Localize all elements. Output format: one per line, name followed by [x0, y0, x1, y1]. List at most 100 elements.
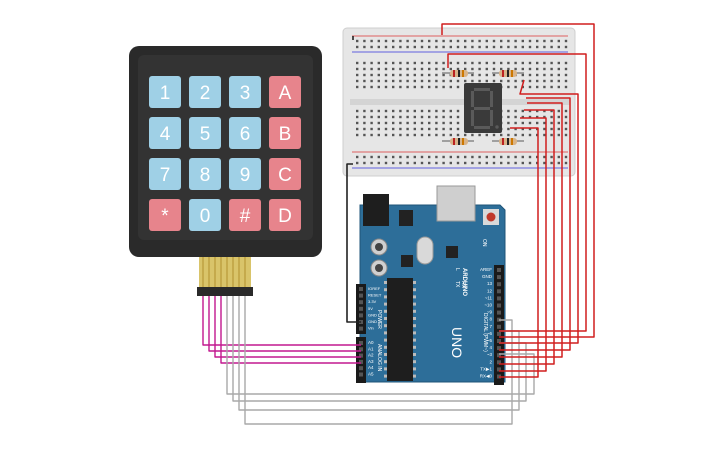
keypad-key-label: 0: [200, 206, 211, 227]
digital-pin-label: ~5: [487, 338, 493, 343]
power-header-label: POWER: [376, 310, 382, 329]
digital-pin-label: ~11: [485, 295, 493, 300]
seven-segment-display: [464, 83, 502, 133]
keypad-key-6[interactable]: 6: [229, 117, 261, 149]
wire-red-4: [499, 97, 571, 351]
keypad-key-label: 4: [160, 124, 171, 145]
keypad-key-label: *: [161, 206, 169, 227]
resistor-bottom-right: [492, 138, 524, 145]
digital-pin-label: ~3: [487, 352, 493, 357]
wire-gray-1: [226, 296, 535, 395]
keypad-key-C[interactable]: C: [269, 158, 301, 190]
wires: [202, 23, 595, 425]
arduino-model: UNO: [449, 327, 465, 358]
keypad-key-label: B: [279, 124, 292, 145]
keypad-key-label: A: [279, 83, 292, 104]
power-pin-label: GND: [368, 312, 377, 317]
digital-pin-label: TX▶1: [480, 366, 492, 371]
analog-pin-label: A3: [368, 359, 374, 364]
wire-black-gnd: [346, 163, 361, 323]
power-pin-label: GND: [368, 319, 377, 324]
keypad-key-#[interactable]: #: [229, 199, 261, 231]
keypad-key-8[interactable]: 8: [189, 158, 221, 190]
digital-pin-labels: AREF GND 13 12 ~11 ~10 ~9 8 7 ~6 ~5 4 ~3 2TX▶1RX◀0: [480, 267, 493, 379]
digital-pin-label: 12: [487, 288, 493, 293]
arduino-board: L TX RX ON ARDUINO UNO DIGITAL (PWM~) PO…: [356, 185, 506, 385]
keypad-keys: 1 2 3 A 4 5 6 B 7 8 9 C * 0 # D: [149, 76, 301, 231]
keypad-ribbon: [197, 257, 253, 296]
wire-red-5: [499, 102, 563, 358]
digital-pin-label: 4: [489, 345, 492, 350]
keypad-key-*[interactable]: *: [149, 199, 181, 231]
digital-pin-label: RX◀0: [480, 374, 493, 379]
analog-pin-label: A1: [368, 346, 374, 351]
wire-magenta-1: [202, 296, 361, 346]
keypad-key-label: 5: [200, 124, 211, 145]
keypad-key-label: 9: [240, 165, 251, 186]
wire-magenta-4: [220, 296, 361, 364]
wire-red-8: [499, 127, 539, 378]
wire-red-6: [499, 109, 555, 365]
analog-pin-label: A0: [368, 340, 374, 345]
keypad-key-label: 8: [200, 165, 211, 186]
keypad-key-4[interactable]: 4: [149, 117, 181, 149]
led-label-rx: RX: [460, 281, 466, 289]
wire-red-7: [499, 117, 547, 372]
breadboard: [342, 27, 576, 177]
digital-header-label: DIGITAL (PWM~): [482, 313, 488, 352]
keypad-key-label: 6: [240, 124, 251, 145]
keypad-key-label: D: [278, 206, 292, 227]
power-pin-label: RESET: [368, 293, 382, 298]
power-pin-label: IOREF: [368, 286, 381, 291]
power-pin-label: 5V: [368, 306, 373, 311]
digital-pin-label: 8: [489, 317, 492, 322]
digital-pin-label: ~10: [484, 303, 492, 308]
analog-pin-label: A2: [368, 353, 374, 358]
digital-pin-label: 7: [489, 324, 492, 329]
keypad-key-7[interactable]: 7: [149, 158, 181, 190]
keypad-key-label: 1: [160, 83, 171, 104]
keypad-key-3[interactable]: 3: [229, 76, 261, 108]
digital-pin-label: ~6: [487, 331, 493, 336]
wire-red-2: [447, 53, 587, 332]
digital-pin-label: 13: [487, 281, 493, 286]
keypad-key-A[interactable]: A: [269, 76, 301, 108]
keypad-key-1[interactable]: 1: [149, 76, 181, 108]
power-pin-label: Vin: [368, 326, 374, 331]
keypad-key-9[interactable]: 9: [229, 158, 261, 190]
digital-pin-label: GND: [482, 274, 493, 279]
keypad-key-label: 2: [200, 83, 211, 104]
keypad-key-2[interactable]: 2: [189, 76, 221, 108]
resistor-top-left: [442, 70, 474, 77]
keypad-key-label: #: [240, 206, 251, 227]
keypad-key-0[interactable]: 0: [189, 199, 221, 231]
keypad: 1 2 3 A 4 5 6 B 7 8 9 C * 0 # D: [129, 46, 322, 296]
wire-magenta-2: [208, 296, 361, 352]
led-label-l: L: [454, 268, 460, 271]
resistor-top-right: [492, 70, 524, 77]
breadboard-holes: [356, 39, 568, 165]
keypad-key-B[interactable]: B: [269, 117, 301, 149]
on-label: ON: [481, 239, 487, 247]
keypad-key-label: C: [278, 165, 292, 186]
analog-pin-label: A5: [368, 372, 374, 377]
digital-pin-label: ~9: [487, 310, 493, 315]
analog-header-label: ANALOG IN: [376, 344, 382, 372]
keypad-key-label: 3: [240, 83, 251, 104]
keypad-key-D[interactable]: D: [269, 199, 301, 231]
wire-red-3: [499, 79, 579, 344]
power-pin-label: 3.3V: [368, 299, 377, 304]
digital-pin-label: 2: [489, 359, 492, 364]
analog-pin-label: A4: [368, 365, 374, 370]
resistor-bottom-left: [442, 138, 474, 145]
keypad-key-5[interactable]: 5: [189, 117, 221, 149]
keypad-key-label: 7: [160, 165, 171, 186]
arduino-brand: ARDUINO: [461, 268, 467, 296]
wire-magenta-3: [214, 296, 361, 358]
digital-pin-label: AREF: [480, 267, 492, 272]
wire-gray-4: [244, 296, 513, 425]
led-label-tx: TX: [454, 281, 460, 288]
